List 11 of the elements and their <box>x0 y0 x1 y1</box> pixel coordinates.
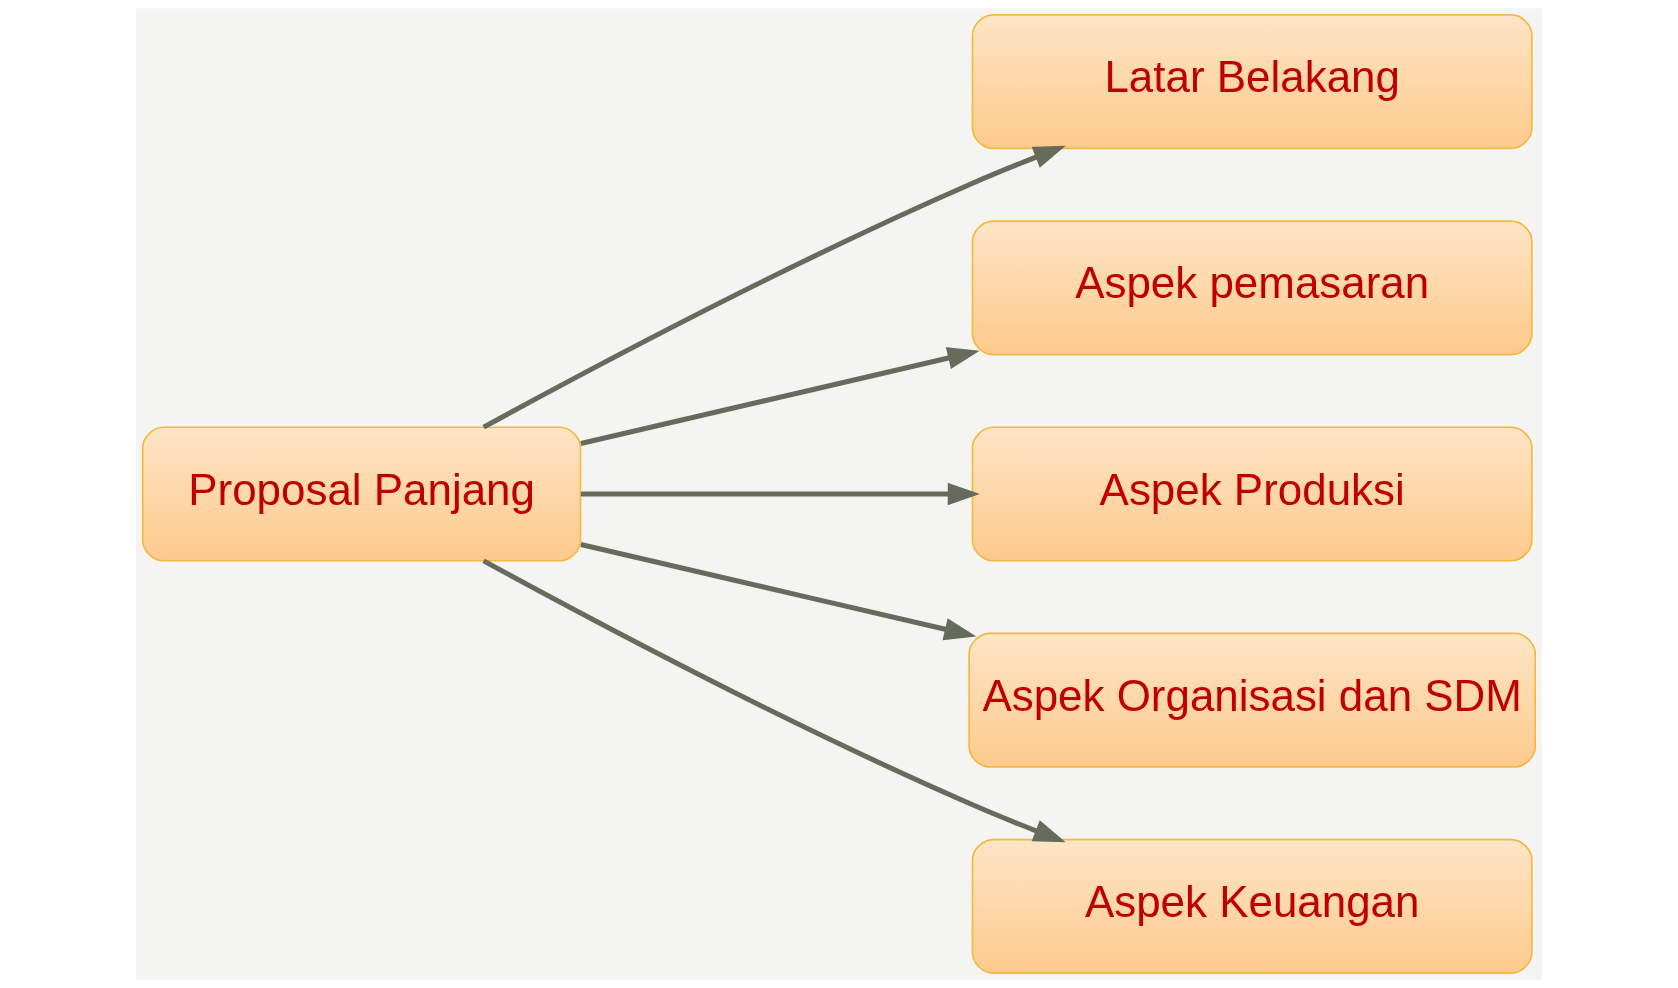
node-box: Aspek Keuangan <box>971 838 1533 974</box>
node-box: Proposal Panjang <box>141 426 582 562</box>
arrow <box>580 482 980 506</box>
node-box: Aspek Organisasi dan SDM <box>968 632 1537 768</box>
node-box: Aspek Produksi <box>971 426 1533 562</box>
node-box: Latar Belakang <box>971 14 1533 150</box>
arrow <box>580 347 980 446</box>
node-box: Aspek pemasaran <box>971 220 1533 356</box>
arrow <box>580 542 977 641</box>
arrow <box>482 558 1066 843</box>
arrow <box>482 145 1066 430</box>
